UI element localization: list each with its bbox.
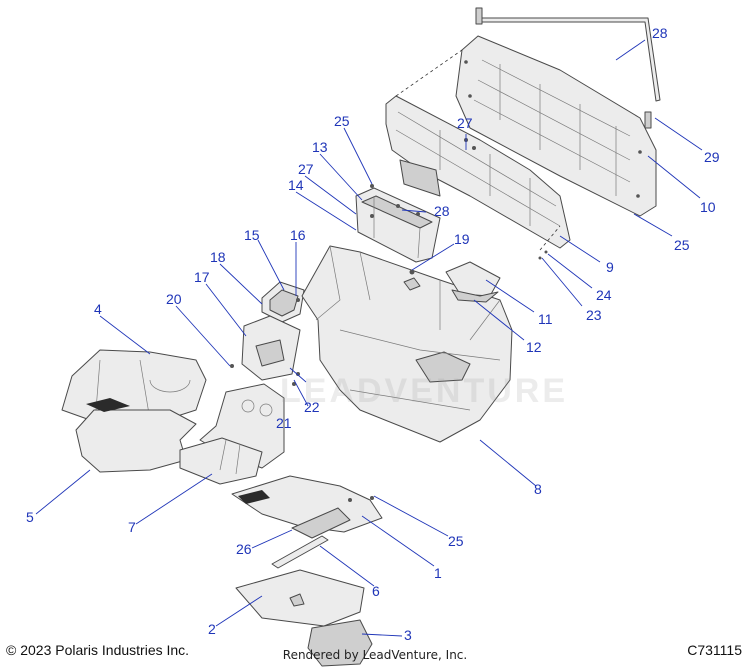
callout-7: 7 <box>128 519 136 535</box>
callout-14: 14 <box>288 177 304 193</box>
callout-29: 27 <box>457 115 473 131</box>
part-2-floor-mat <box>235 569 365 627</box>
document-number: C731115 <box>687 642 742 658</box>
callout-12: 12 <box>526 339 542 355</box>
alignment-line <box>395 49 463 97</box>
callout-25: 25 <box>674 237 690 253</box>
callout-8: 8 <box>534 481 542 497</box>
callout-1: 1 <box>434 565 442 581</box>
leader-lines <box>35 39 703 637</box>
callout-20: 20 <box>166 291 182 307</box>
callout-4: 4 <box>94 301 102 317</box>
fasteners <box>230 138 548 502</box>
callout-26: 26 <box>236 541 252 557</box>
part-17-cover <box>241 315 301 381</box>
copyright-text: © 2023 Polaris Industries Inc. <box>6 642 190 658</box>
callout-21: 21 <box>276 415 292 431</box>
callouts: 28 29 10 27 25 25 9 24 23 11 12 13 27 14… <box>26 25 720 643</box>
rendered-by-text: Rendered by LeadVenture, Inc. <box>282 648 468 662</box>
callout-17: 17 <box>194 269 210 285</box>
callout-5: 5 <box>26 509 34 525</box>
callout-3: 3 <box>404 627 412 643</box>
callout-2: 2 <box>208 621 216 637</box>
part-10-rear-panel <box>455 35 657 217</box>
callout-16: 16 <box>290 227 306 243</box>
callout-9: 9 <box>606 259 614 275</box>
callout-30: 28 <box>652 25 668 41</box>
callout-23: 23 <box>586 307 602 323</box>
part-1-right-floor <box>231 475 383 539</box>
part-3-heat-shield <box>307 619 373 667</box>
alignment-line <box>539 225 561 251</box>
part-6-support-bar <box>271 535 329 569</box>
callout-24: 24 <box>596 287 612 303</box>
callout-25: 25 <box>448 533 464 549</box>
part-9-firewall <box>385 95 571 249</box>
callout-6: 6 <box>372 583 380 599</box>
callout-27: 27 <box>298 161 314 177</box>
callout-22: 22 <box>304 399 320 415</box>
part-11-hatch <box>445 261 501 303</box>
callout-19: 19 <box>454 231 470 247</box>
callout-15: 15 <box>244 227 260 243</box>
callout-10: 10 <box>700 199 716 215</box>
callout-18: 18 <box>210 249 226 265</box>
part-14-storage-box <box>355 187 441 263</box>
callout-28: 28 <box>434 203 450 219</box>
part-15-frame <box>261 281 305 323</box>
callout-25: 25 <box>334 113 350 129</box>
callout-11: 11 <box>538 311 553 327</box>
part-7-console <box>179 383 285 485</box>
part-31-clip <box>475 7 652 129</box>
callout-31: 29 <box>704 149 720 165</box>
callout-13: 13 <box>312 139 328 155</box>
